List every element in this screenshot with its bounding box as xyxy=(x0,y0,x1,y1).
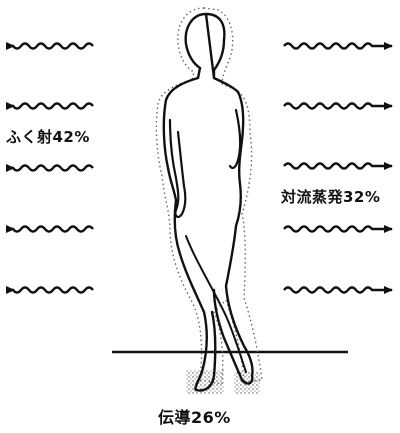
wavy-arrow-left-icon xyxy=(13,166,93,171)
figure-arm-right xyxy=(230,110,240,168)
conduction-label: 伝導26% xyxy=(158,404,231,428)
figure-arm-left xyxy=(170,120,185,217)
wavy-arrow-right-icon xyxy=(284,227,392,232)
left-arrow-group xyxy=(13,44,93,293)
wavy-arrow-left-icon xyxy=(13,288,93,293)
wavy-arrow-left-icon xyxy=(13,227,93,232)
wavy-arrow-right-icon xyxy=(284,44,392,49)
radiation-label: ふく射42% xyxy=(6,126,90,147)
wavy-arrow-right-icon xyxy=(284,104,392,109)
wavy-arrow-right-icon xyxy=(284,288,392,293)
figure-head xyxy=(186,14,225,78)
human-figure xyxy=(156,8,262,390)
wavy-arrow-left-icon xyxy=(13,104,93,109)
figure-halo xyxy=(156,8,262,384)
convection-evaporation-label: 対流蒸発32% xyxy=(281,186,380,207)
wavy-arrow-left-icon xyxy=(13,44,93,49)
wavy-arrow-right-icon xyxy=(284,164,392,169)
right-arrow-group xyxy=(284,44,392,293)
